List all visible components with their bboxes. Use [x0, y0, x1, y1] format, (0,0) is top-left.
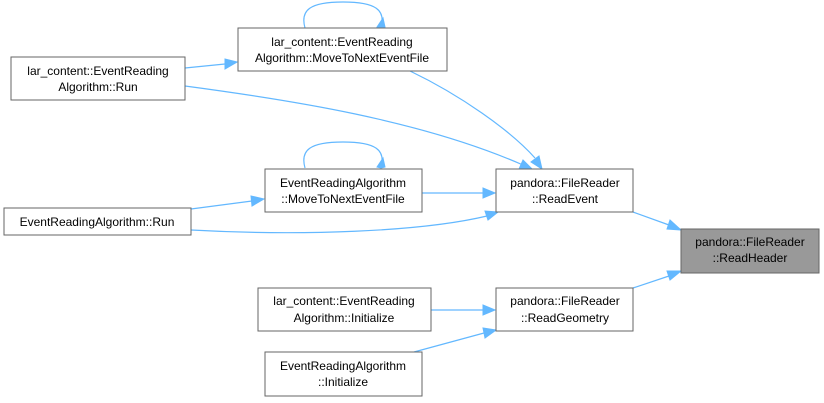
node-read-geometry-line2: ::ReadGeometry: [521, 311, 609, 325]
node-era-initialize[interactable]: EventReadingAlgorithm ::Initialize: [264, 351, 423, 397]
edge-era-run-to-era-move-next: [190, 195, 266, 210]
node-lar-move-next-line2: Algorithm::MoveToNextEventFile: [255, 51, 429, 65]
node-era-initialize-line2: ::Initialize: [318, 375, 368, 389]
node-lar-initialize[interactable]: lar_content::EventReading Algorithm::Ini…: [257, 287, 432, 332]
node-lar-move-next[interactable]: lar_content::EventReading Algorithm::Mov…: [237, 27, 448, 72]
edge-read-geometry-to-read-header: [632, 270, 683, 289]
node-read-header[interactable]: pandora::FileReader ::ReadHeader: [680, 228, 820, 274]
node-era-move-next-line1: EventReadingAlgorithm: [280, 176, 406, 190]
node-read-event[interactable]: pandora::FileReader ::ReadEvent: [495, 168, 634, 213]
node-lar-run-line1: lar_content::EventReading: [27, 64, 168, 78]
node-era-move-next[interactable]: EventReadingAlgorithm ::MoveToNextEventF…: [264, 168, 423, 213]
node-era-move-next-line2: ::MoveToNextEventFile: [281, 192, 405, 206]
node-lar-move-next-line1: lar_content::EventReading: [271, 35, 412, 49]
node-era-run[interactable]: EventReadingAlgorithm::Run: [3, 207, 192, 236]
edge-era-run-to-read-event: [190, 210, 500, 234]
edge-era-move-next-to-read-event: [422, 187, 497, 199]
edge-read-event-to-read-header: [632, 211, 683, 231]
edge-lar-move-next-to-read-event: [409, 70, 543, 171]
node-read-event-line1: pandora::FileReader: [510, 176, 619, 190]
node-read-header-line1: pandora::FileReader: [695, 235, 804, 249]
edge-lar-initialize-to-read-geometry: [431, 304, 497, 316]
edge-lar-run-to-lar-move-next: [184, 58, 239, 70]
node-era-initialize-line1: EventReadingAlgorithm: [280, 359, 406, 373]
edge-era-move-next-self: [303, 141, 386, 169]
node-read-geometry-line1: pandora::FileReader: [510, 294, 619, 308]
node-lar-run[interactable]: lar_content::EventReading Algorithm::Run: [10, 56, 186, 101]
node-era-run-line1: EventReadingAlgorithm::Run: [20, 215, 175, 229]
edge-era-initialize-to-read-geometry: [413, 327, 498, 353]
node-lar-run-line2: Algorithm::Run: [58, 80, 137, 94]
node-lar-initialize-line1: lar_content::EventReading: [273, 294, 414, 308]
edge-lar-move-next-self: [303, 1, 386, 29]
node-read-event-line2: ::ReadEvent: [532, 192, 599, 206]
node-read-header-line2: ::ReadHeader: [713, 251, 788, 265]
node-read-geometry[interactable]: pandora::FileReader ::ReadGeometry: [495, 287, 634, 332]
edge-lar-run-to-read-event: [184, 85, 535, 171]
node-lar-initialize-line2: Algorithm::Initialize: [294, 311, 395, 325]
